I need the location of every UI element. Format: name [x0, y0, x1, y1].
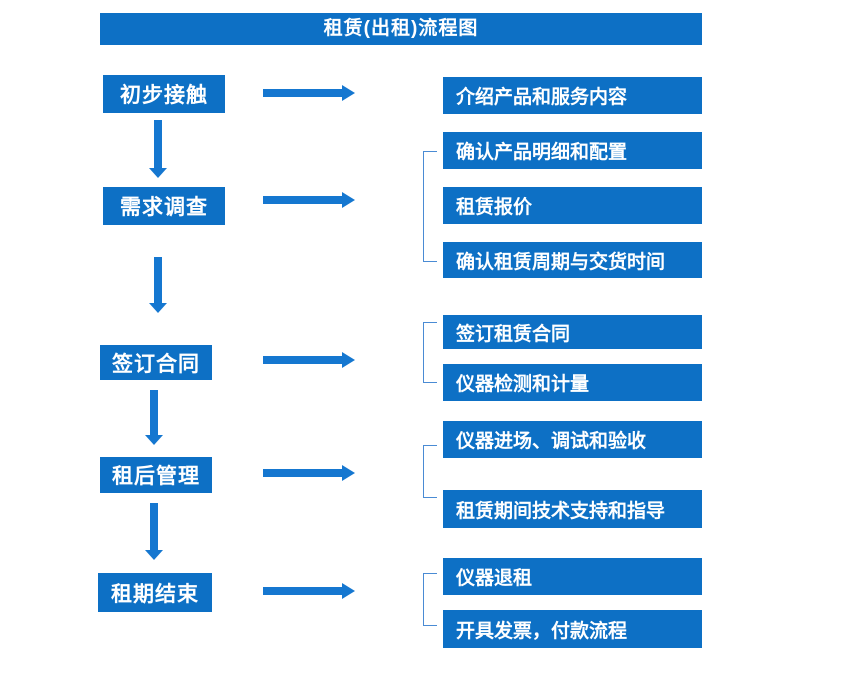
- down-arrow-icon: [145, 503, 163, 560]
- group-bracket: [423, 573, 437, 626]
- step-box-post-rental-mgmt: 租后管理: [100, 457, 212, 493]
- detail-box-rental-quote: 租赁报价: [443, 187, 702, 224]
- detail-box-confirm-period: 确认租赁周期与交货时间: [443, 242, 702, 278]
- group-bracket: [423, 151, 437, 262]
- down-arrow-icon: [149, 120, 167, 178]
- detail-box-introduce-products: 介绍产品和服务内容: [443, 77, 702, 114]
- group-bracket: [423, 445, 437, 498]
- arrow-shaft: [263, 356, 342, 364]
- arrow-shaft: [154, 257, 162, 303]
- detail-box-sign-rental-contract: 签订租赁合同: [443, 315, 702, 349]
- arrow-head: [145, 435, 163, 445]
- arrow-shaft: [150, 503, 158, 550]
- right-arrow-icon: [263, 352, 355, 368]
- arrow-shaft: [263, 469, 342, 477]
- arrow-head: [145, 550, 163, 560]
- step-box-sign-contract: 签订合同: [100, 345, 212, 380]
- step-box-needs-survey: 需求调查: [103, 187, 225, 225]
- right-arrow-icon: [263, 192, 355, 208]
- arrow-head: [342, 352, 355, 368]
- detail-box-instrument-testing: 仪器检测和计量: [443, 364, 702, 401]
- detail-box-invoice-payment: 开具发票，付款流程: [443, 610, 702, 648]
- arrow-head: [342, 465, 355, 481]
- right-arrow-icon: [263, 583, 355, 599]
- step-box-rental-end: 租期结束: [98, 573, 212, 612]
- arrow-head: [342, 85, 355, 101]
- arrow-head: [149, 168, 167, 178]
- step-box-initial-contact: 初步接触: [103, 75, 225, 113]
- arrow-shaft: [263, 587, 342, 595]
- down-arrow-icon: [149, 257, 167, 313]
- arrow-head: [342, 192, 355, 208]
- down-arrow-icon: [145, 390, 163, 445]
- arrow-shaft: [154, 120, 162, 168]
- arrow-shaft: [263, 89, 342, 97]
- group-bracket: [423, 322, 437, 383]
- arrow-shaft: [150, 390, 158, 435]
- detail-box-instrument-return: 仪器退租: [443, 558, 702, 595]
- detail-box-confirm-product-spec: 确认产品明细和配置: [443, 132, 702, 169]
- arrow-shaft: [263, 196, 342, 204]
- arrow-head: [149, 303, 167, 313]
- flowchart-title: 租赁(出租)流程图: [100, 13, 702, 45]
- right-arrow-icon: [263, 85, 355, 101]
- detail-box-instrument-onsite: 仪器进场、调试和验收: [443, 421, 702, 458]
- arrow-head: [342, 583, 355, 599]
- right-arrow-icon: [263, 465, 355, 481]
- detail-box-tech-support: 租赁期间技术支持和指导: [443, 490, 702, 528]
